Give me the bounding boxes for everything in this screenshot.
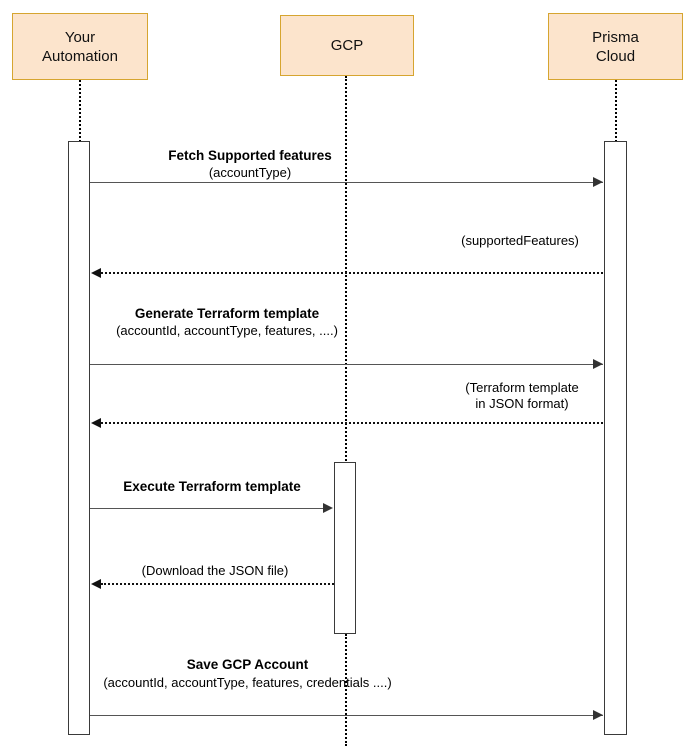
message-4-line: [101, 422, 603, 424]
lifeline-your-automation-top: [79, 80, 81, 142]
message-3-arrowhead-icon: [593, 359, 603, 369]
message-7-line: [90, 715, 603, 716]
message-4-arrowhead-icon: [91, 418, 101, 428]
message-4-subtitle: (Terraform template in JSON format): [465, 380, 579, 411]
message-1-arrowhead-icon: [593, 177, 603, 187]
message-7-arrowhead-icon: [593, 710, 603, 720]
message-2-arrowhead-icon: [91, 268, 101, 278]
lifeline-gcp-top: [345, 76, 347, 464]
message-6-arrowhead-icon: [91, 579, 101, 589]
message-6-subtitle: (Download the JSON file): [141, 563, 289, 578]
message-5-arrowhead-icon: [323, 503, 333, 513]
message-7-subtitle: (accountId, accountType, features, crede…: [103, 675, 392, 690]
message-5-title: Execute Terraform template: [123, 479, 301, 494]
lifeline-gcp-bottom: [345, 634, 347, 746]
message-2-subtitle: (supportedFeatures): [461, 233, 579, 248]
message-3-title: Generate Terraform template: [134, 306, 320, 321]
message-2-line: [101, 272, 603, 274]
participant-box-gcp[interactable]: GCP: [280, 15, 414, 76]
activation-gcp: [334, 462, 356, 634]
message-7-title: Save GCP Account: [186, 657, 309, 672]
participant-box-prisma-cloud[interactable]: Prisma Cloud: [548, 13, 683, 80]
lifeline-prisma-cloud-top: [615, 80, 617, 142]
message-1-line: [90, 182, 603, 183]
activation-prisma-cloud: [604, 141, 627, 735]
message-3-subtitle: (accountId, accountType, features, ....): [116, 323, 338, 338]
message-1-subtitle: (accountType): [208, 165, 292, 180]
message-5-line: [90, 508, 323, 509]
message-6-line: [101, 583, 334, 585]
participant-box-your-automation[interactable]: Your Automation: [12, 13, 148, 80]
message-3-line: [90, 364, 603, 365]
activation-your-automation: [68, 141, 90, 735]
message-1-title: Fetch Supported features: [168, 148, 332, 163]
